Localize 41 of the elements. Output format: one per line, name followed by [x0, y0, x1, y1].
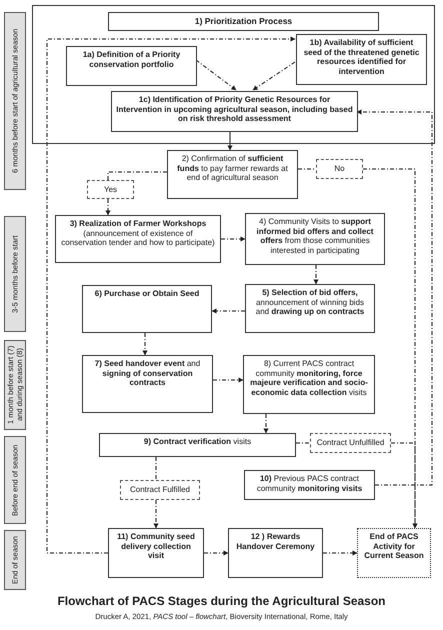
process-box: 4) Community Visits to support informed bid offers and collect offers from those communities interested in participating [245, 213, 385, 265]
process-box: 1b) Availability of sufficient seed of the threatened genetic resources identified for intervention [296, 34, 427, 85]
arrow [46, 36, 296, 554]
process-frame [32, 5, 435, 144]
arrow [252, 62, 296, 90]
process-box: 12 ) Rewards Handover Ceremony [228, 528, 323, 578]
connector-line [296, 442, 310, 444]
arrow [212, 308, 246, 314]
process-box: 11) Community seed delivery collection visit [108, 528, 204, 578]
connector-line [298, 168, 316, 170]
arrow [196, 60, 236, 90]
arrow [220, 236, 246, 242]
arrow [154, 500, 158, 528]
arrow [106, 198, 110, 216]
process-box: 9) Contract verification visits [99, 433, 296, 457]
condition-box: Contract Fulfilled [120, 480, 200, 500]
arrow [390, 442, 418, 528]
terminal-box: End of PACS Activity for Current Season [357, 528, 431, 578]
arrow [356, 110, 432, 486]
process-box: 8) Current PACS contract community monitoring, force majeure verification and socio-economic data collection visits [243, 355, 375, 414]
process-box: 1c) Identification of Priority Genetic Resources for Intervention in upcoming agricultural season, including based on risk threshold assessment [111, 91, 358, 132]
heading-box: 1) Prioritization Process [108, 12, 379, 31]
process-box: 6) Purchase or Obtain Seed [82, 285, 212, 333]
process-box: 1a) Definition of a Priority conservation portfolio [66, 46, 197, 86]
diagram-title: Flowchart of PACS Stages during the Agricultural Season [56, 594, 387, 608]
connector-line [108, 172, 168, 180]
arrow [322, 550, 358, 556]
arrow [314, 264, 318, 284]
process-box: 2) Confirmation of sufficient funds to pay farmer rewards at end of agricultural season [167, 150, 298, 199]
arrow [264, 414, 268, 434]
condition-box: No [316, 159, 363, 179]
arrow [204, 550, 228, 556]
arrow [228, 130, 232, 150]
process-box: 7) Seed handover event and signing of conservation contracts [82, 355, 213, 413]
arrow [142, 332, 148, 356]
process-box: 3) Realization of Farmer Workshops (announcement of existence of conservation tender and how to participate) [55, 215, 221, 263]
process-box: 5) Selection of bid offers, announcement of winning bids and drawing up on contracts [245, 284, 375, 333]
condition-box: Contract Unfulfilled [310, 433, 391, 453]
process-box: 10) Previous PACS contract community monitoring visits [244, 470, 375, 500]
arrow [212, 378, 244, 382]
condition-box: Yes [87, 180, 134, 199]
